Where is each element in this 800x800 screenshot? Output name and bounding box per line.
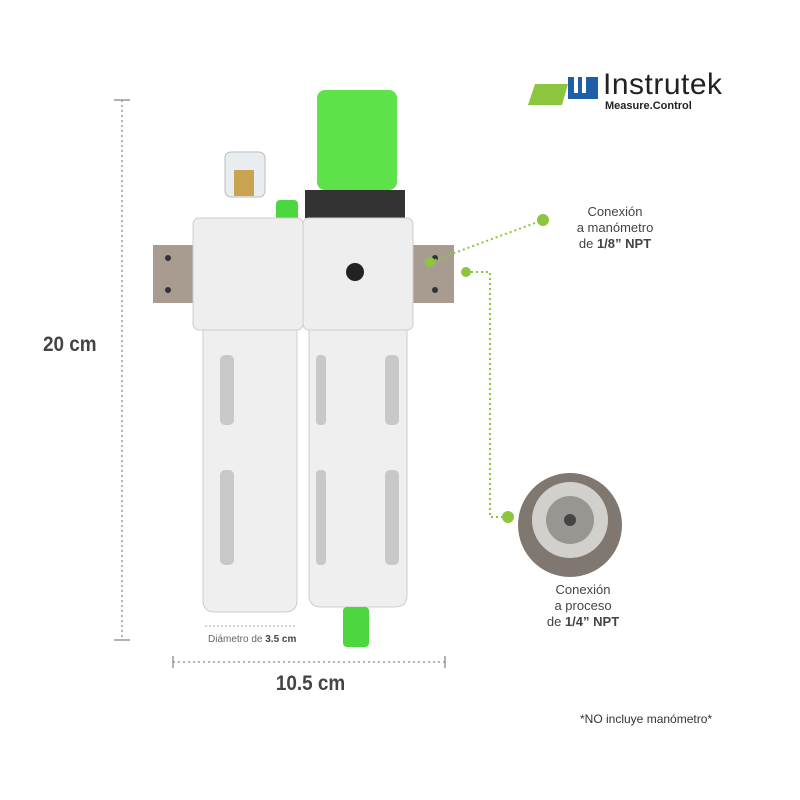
left-bracket: [153, 245, 195, 303]
callout-prefix: de: [578, 236, 594, 251]
height-dimension-line: [114, 99, 130, 641]
logo-mark: [528, 77, 598, 105]
callout-line: de 1/8” NPT: [555, 236, 675, 252]
lubricator-bowl: [202, 329, 298, 613]
gauge-callout-line: [425, 214, 549, 267]
right-bracket: [412, 245, 454, 303]
callout-line: de 1/4” NPT: [528, 614, 638, 630]
process-callout-line: [461, 267, 514, 523]
callout-line: a proceso: [554, 598, 612, 613]
callout-value: 1/8” NPT: [596, 236, 652, 251]
diameter-value: 3.5 cm: [265, 634, 297, 645]
filter-bowl: [308, 329, 408, 608]
width-dimension-line: [172, 656, 446, 668]
drain-valve: [343, 607, 369, 647]
callout-line: Conexión: [555, 582, 611, 597]
callout-prefix: de: [546, 614, 562, 629]
regulator-knob: [317, 90, 397, 190]
width-label: 10.5 cm: [275, 672, 346, 695]
logo-tagline: Measure.Control: [605, 100, 692, 112]
callout-line: a manómetro: [576, 220, 654, 235]
callout-value: 1/4” NPT: [564, 614, 620, 629]
lubricator-head: [192, 217, 304, 331]
process-port-closeup: [518, 473, 622, 577]
logo-brand: Instrutek: [603, 68, 723, 101]
process-connection-callout: Conexión a proceso de 1/4” NPT: [528, 582, 638, 630]
gauge-connection-callout: Conexión a manómetro de 1/8” NPT: [555, 204, 675, 252]
height-label: 20 cm: [42, 333, 97, 356]
diameter-prefix: Diámetro de: [208, 634, 263, 645]
gauge-not-included-note: *NO incluye manómetro*: [580, 712, 713, 726]
diameter-label: Diámetro de 3.5 cm: [208, 634, 296, 645]
callout-line: Conexión: [587, 204, 643, 219]
